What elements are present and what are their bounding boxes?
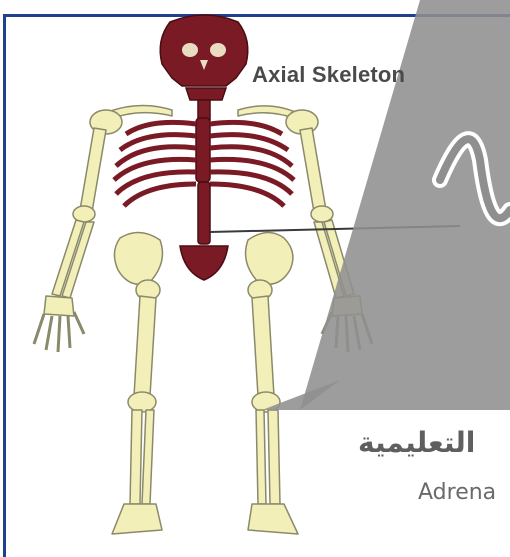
- axial-skeleton-label: Axial Skeleton: [252, 62, 405, 88]
- watermark-arabic-text: التعليمية: [358, 426, 475, 459]
- watermark-latin-text: Adrena: [418, 480, 496, 505]
